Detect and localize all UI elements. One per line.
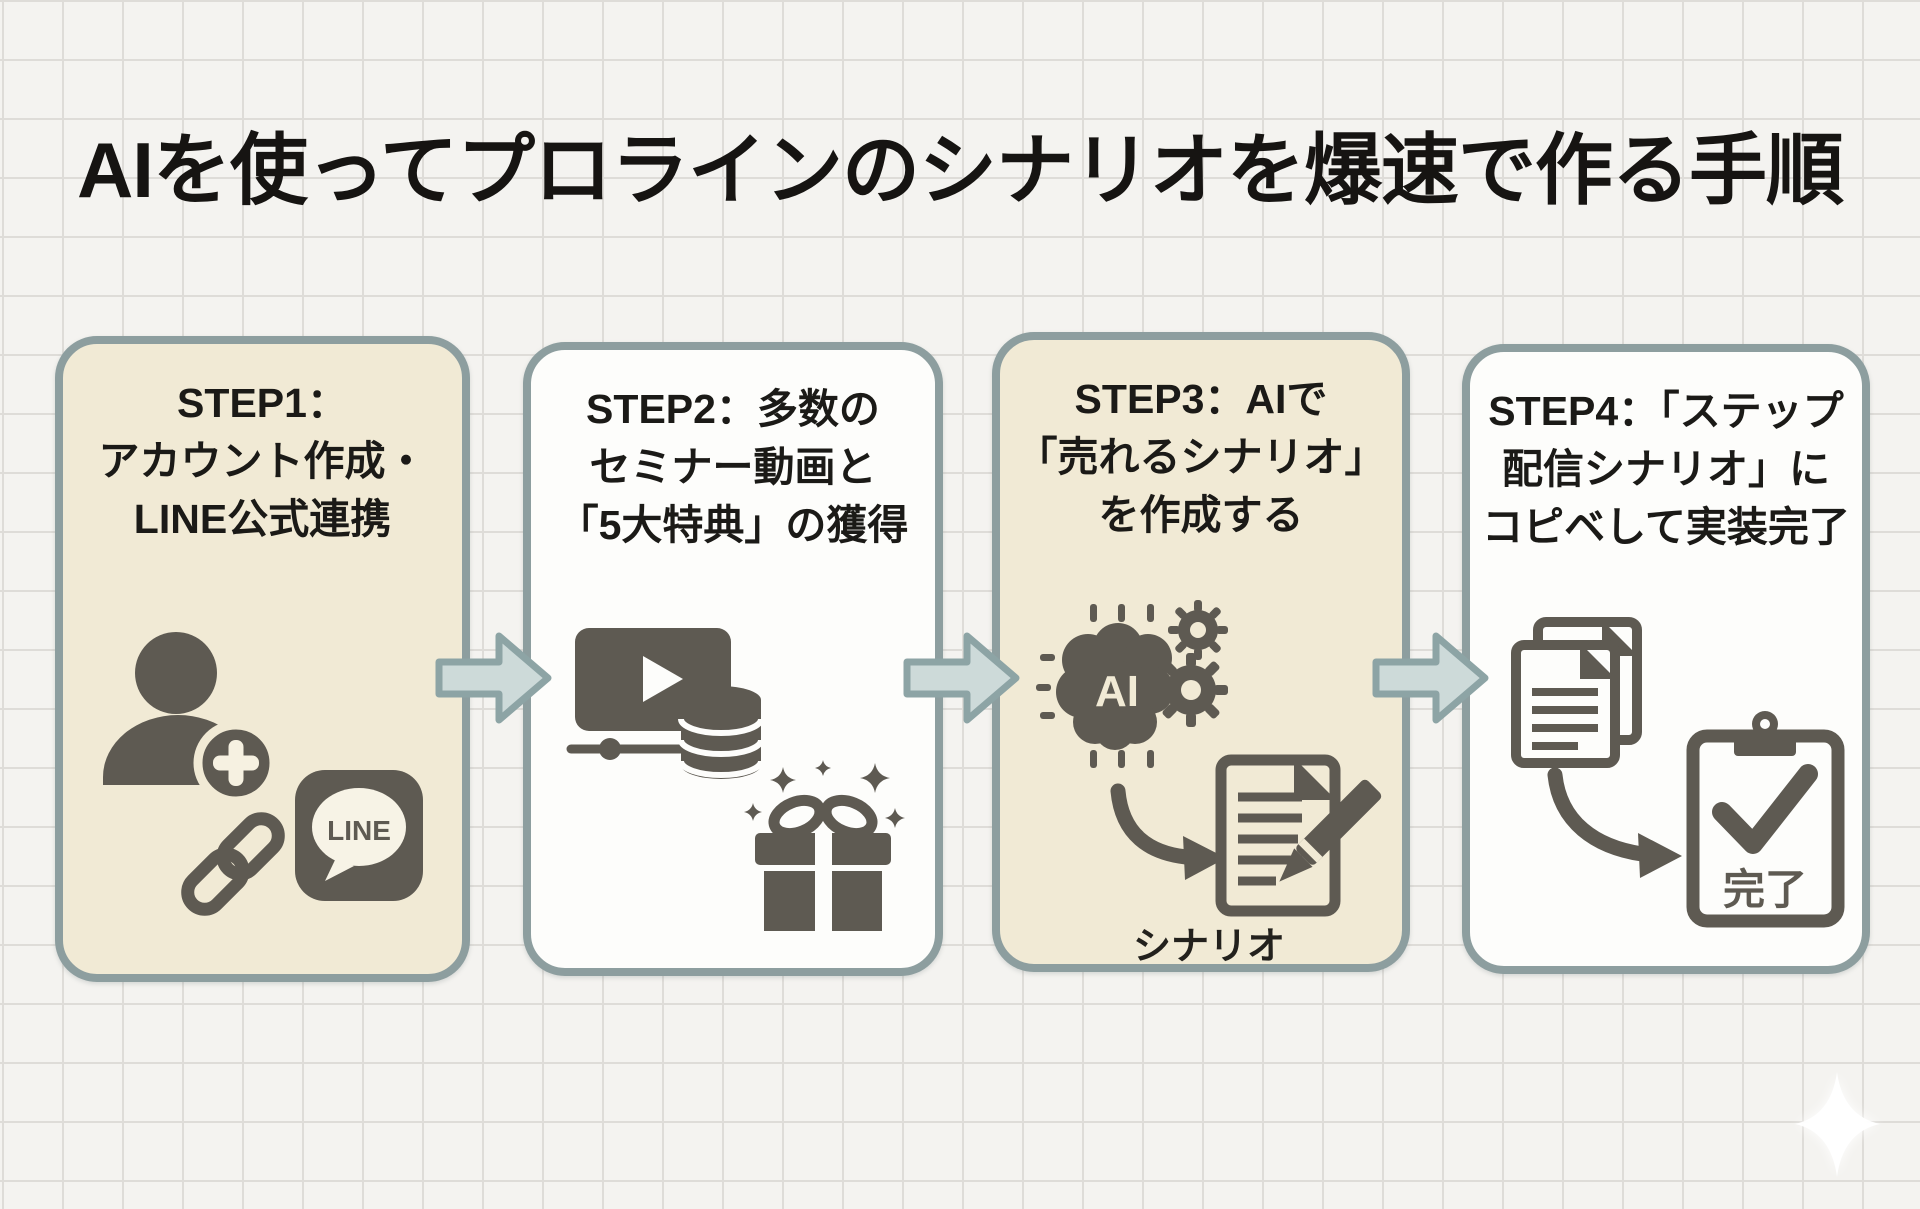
copy-documents-icon <box>1511 617 1642 768</box>
user-add-icon <box>103 632 279 806</box>
step1-heading-line3: LINE公式連携 <box>133 496 392 542</box>
sparkle-icons <box>744 760 905 828</box>
flow-arrow-3 <box>1372 632 1489 724</box>
curved-arrow-icon <box>1110 783 1226 880</box>
page-title: AIを使ってプロラインのシナリオを爆速で作る手順 <box>76 126 1844 214</box>
step3-heading-line2: 「売れるシナリオ」 <box>1016 434 1386 480</box>
database-icon <box>678 686 764 779</box>
gift-icon <box>755 794 891 931</box>
step4-heading: STEP4：「ステップ 配信シナリオ」に コピベして実装完了 <box>1470 382 1862 556</box>
step1-heading-line1: STEP1： <box>177 380 348 426</box>
step4-heading-line1: STEP4：「ステップ <box>1488 388 1844 434</box>
flow-arrow-1 <box>435 632 552 724</box>
done-label: 完了 <box>1723 866 1807 913</box>
step4-heading-line3: コピベして実装完了 <box>1482 504 1850 550</box>
flow-arrow-2 <box>903 632 1020 724</box>
step2-heading: STEP2：多数の セミナー動画と 「5大特典」の獲得 <box>531 380 935 554</box>
curved-arrow-icon <box>1547 767 1682 878</box>
step2-icons <box>566 628 905 931</box>
pencil-icon <box>1279 779 1382 882</box>
step2-heading-line1: STEP2：多数の <box>586 386 880 432</box>
step4-card: STEP4：「ステップ 配信シナリオ」に コピベして実装完了 <box>1462 344 1870 974</box>
step4-heading-line2: 配信シナリオ」に <box>1502 446 1830 492</box>
ai-brain-icon: AI <box>1036 604 1174 768</box>
sparkle-icon <box>1795 1072 1880 1177</box>
step3-heading-line3: を作成する <box>1098 492 1304 538</box>
line-logo-text: LINE <box>327 815 391 846</box>
link-icon <box>181 812 285 916</box>
step1-card: STEP1： アカウント作成・ LINE公式連携 LINE <box>55 336 470 982</box>
step2-card: STEP2：多数の セミナー動画と 「5大特典」の獲得 <box>523 342 943 976</box>
clipboard-check-icon: 完了 <box>1686 711 1845 928</box>
gears-icon <box>1154 600 1228 727</box>
step4-icons: 完了 <box>1511 617 1845 928</box>
line-app-icon: LINE <box>295 770 423 901</box>
step2-heading-line3: 「5大特典」の獲得 <box>557 502 909 548</box>
step3-card: STEP3：AIで 「売れるシナリオ」 を作成する AI <box>992 332 1410 972</box>
step1-icons: LINE <box>103 632 423 916</box>
step3-heading-line1: STEP3：AIで <box>1074 376 1328 422</box>
step3-heading: STEP3：AIで 「売れるシナリオ」 を作成する <box>1000 370 1402 544</box>
step3-icons: AI <box>1036 600 1382 917</box>
step1-heading-line2: アカウント作成・ <box>98 438 427 484</box>
step1-heading: STEP1： アカウント作成・ LINE公式連携 <box>63 374 462 548</box>
ai-chip-label: AI <box>1095 667 1139 716</box>
scenario-caption: シナリオ <box>1132 926 1285 968</box>
step2-heading-line2: セミナー動画と <box>589 444 877 490</box>
